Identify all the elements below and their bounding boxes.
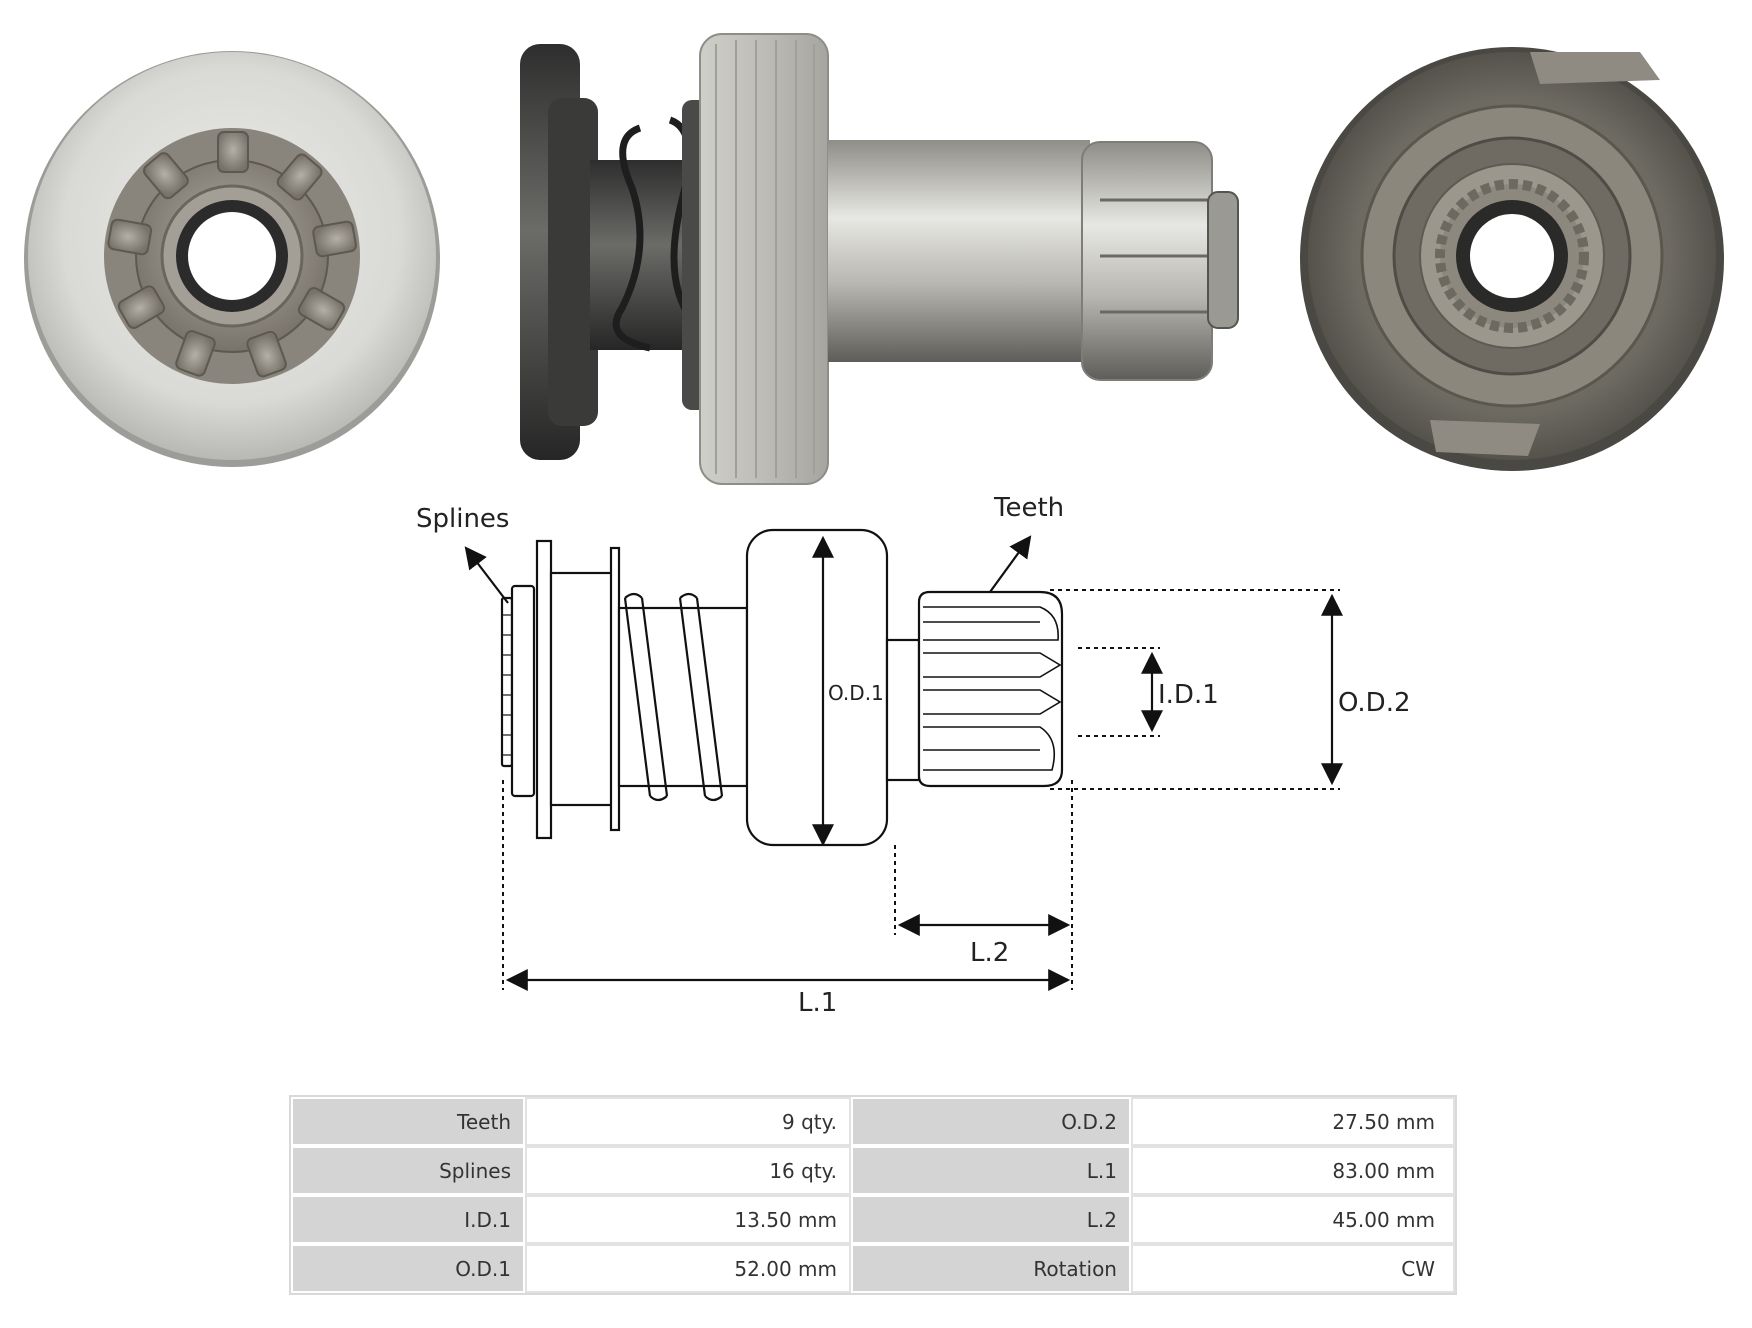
drive-outline <box>500 528 1064 847</box>
spec-value: 45.00 mm <box>1131 1195 1455 1244</box>
table-row: Teeth 9 qty. O.D.2 27.50 mm <box>291 1097 1455 1146</box>
od2-label: O.D.2 <box>1338 688 1411 718</box>
id1-label: I.D.1 <box>1158 680 1219 710</box>
spec-value: 16 qty. <box>525 1146 851 1195</box>
spec-label: O.D.1 <box>291 1244 525 1293</box>
front-view-photo <box>24 51 440 467</box>
spec-value: CW <box>1131 1244 1455 1293</box>
od1-label: O.D.1 <box>828 681 884 705</box>
side-view-photo <box>520 33 1239 485</box>
spec-label: O.D.2 <box>851 1097 1131 1146</box>
pinion-grooves <box>1100 198 1212 314</box>
pinion-tooth-lines <box>923 606 1062 771</box>
table-row: Splines 16 qty. L.1 83.00 mm <box>291 1146 1455 1195</box>
spec-label: Rotation <box>851 1244 1131 1293</box>
spline-ridges <box>502 614 512 756</box>
product-photos <box>24 33 1724 485</box>
drum-knurl <box>715 40 815 478</box>
splines-pointer-arrow <box>464 546 509 604</box>
spec-value: 13.50 mm <box>525 1195 851 1244</box>
l2-label: L.2 <box>970 938 1009 968</box>
teeth-label: Teeth <box>993 493 1064 523</box>
spec-label: Teeth <box>291 1097 525 1146</box>
spec-value: 52.00 mm <box>525 1244 851 1293</box>
specification-table: Teeth 9 qty. O.D.2 27.50 mm Splines 16 q… <box>289 1095 1457 1295</box>
spring-coils <box>623 592 724 802</box>
l1-label: L.1 <box>798 988 837 1018</box>
spec-label: I.D.1 <box>291 1195 525 1244</box>
dimension-diagram: Splines Teeth O.D.1 I.D.1 O.D.2 L.2 L.1 <box>416 493 1411 1018</box>
dimension-extension-lines <box>502 589 1340 990</box>
spec-label: L.2 <box>851 1195 1131 1244</box>
table-row: O.D.1 52.00 mm Rotation CW <box>291 1244 1455 1293</box>
teeth-pointer-arrow <box>989 535 1032 593</box>
dimension-arrows <box>464 535 1343 991</box>
spec-value: 27.50 mm <box>1131 1097 1455 1146</box>
spec-label: L.1 <box>851 1146 1131 1195</box>
rear-view-photo <box>1300 47 1724 471</box>
spec-label: Splines <box>291 1146 525 1195</box>
spec-value: 83.00 mm <box>1131 1146 1455 1195</box>
spec-value: 9 qty. <box>525 1097 851 1146</box>
splines-label: Splines <box>416 504 509 534</box>
table-row: I.D.1 13.50 mm L.2 45.00 mm <box>291 1195 1455 1244</box>
